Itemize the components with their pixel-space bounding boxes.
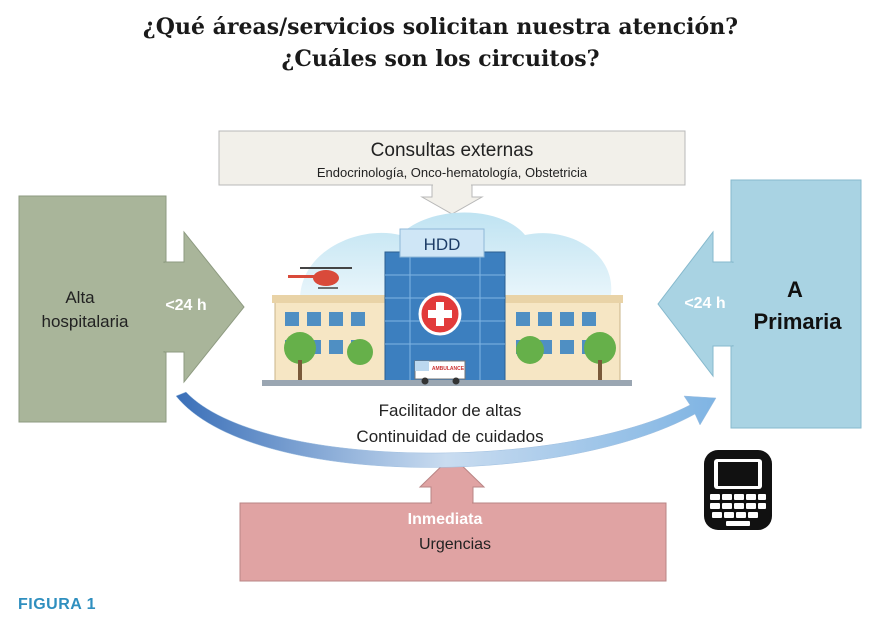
bottom-box-line1: Inmediata [407,511,483,528]
title-line-1: ¿Qué áreas/servicios solicitan nuestra a… [142,14,739,40]
curve-label-line1: Facilitador de altas [378,401,522,420]
top-box-subtitle: Endocrinología, Onco-hematología, Obstet… [316,165,588,180]
helicopter-icon [288,267,352,289]
left-box-line1: Alta [65,288,95,307]
hdd-label: HDD [423,235,461,254]
figure-caption: FIGURA 1 [18,596,97,613]
left-box-line2: hospitalaria [41,312,129,331]
ambulance-text: AMBULANCE [431,366,465,372]
ambulance-icon [414,360,466,385]
curve-label-line2: Continuidad de cuidados [356,427,544,446]
right-box-primaria [657,179,862,429]
right-box-line2: Primaria [753,309,842,334]
top-box-title: Consultas externas [370,140,534,161]
title-line-2: ¿Cuáles son los circuitos? [281,46,600,72]
left-box-alta [18,195,245,423]
bottom-box-line2: Urgencias [418,536,492,553]
curved-arrow [175,391,717,468]
right-arrow-label: <24 h [684,295,726,312]
top-box-consultas [218,130,686,215]
mobile-phone-icon [704,450,772,530]
right-box-line1: A [787,277,803,302]
bottom-box-urgencias [239,455,667,582]
left-arrow-label: <24 h [165,297,207,314]
